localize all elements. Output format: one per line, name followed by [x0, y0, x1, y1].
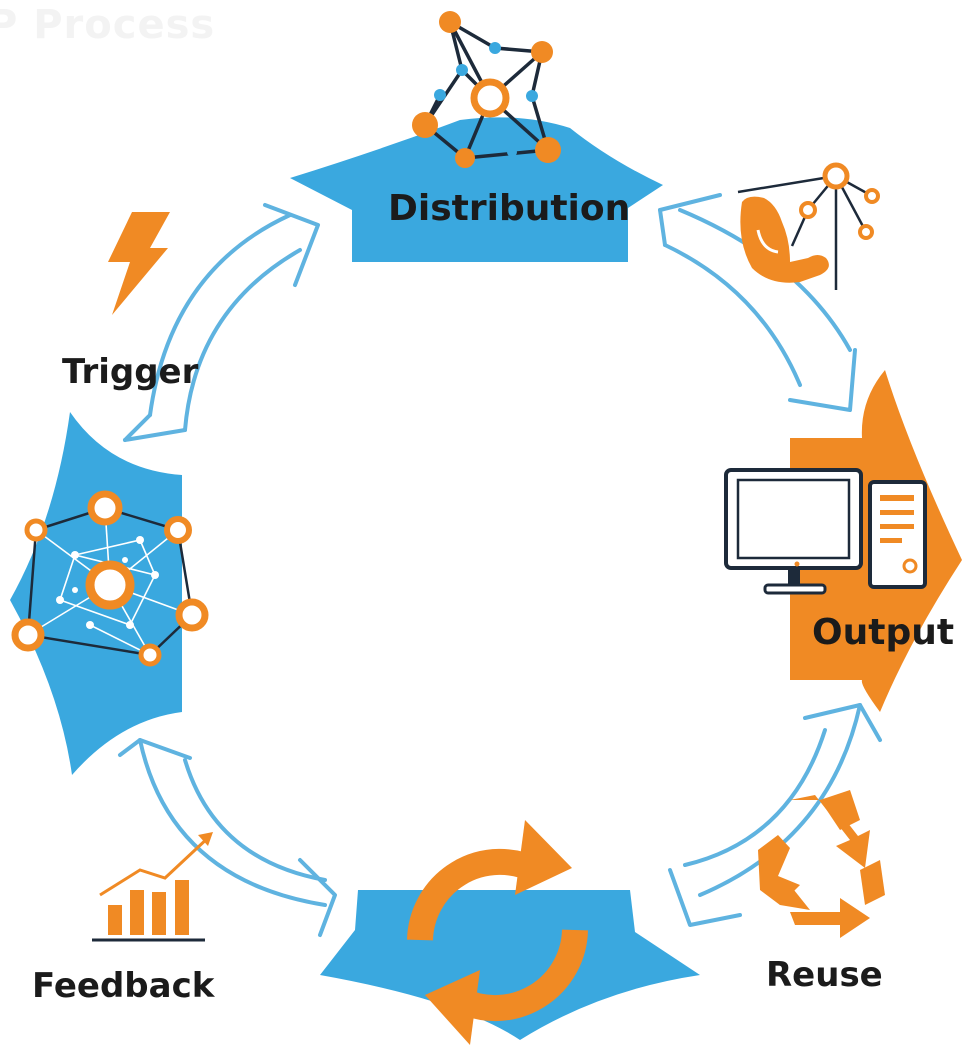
hand-network-icon	[737, 162, 880, 290]
bar-chart-icon	[92, 832, 213, 942]
computer-icon	[724, 468, 927, 595]
recycle-icon	[758, 790, 885, 938]
refresh-cycle-icon	[407, 820, 588, 1045]
distribution-banner	[290, 117, 663, 262]
faint-title: P Process	[0, 2, 216, 48]
output-stage	[724, 370, 962, 712]
lightning-icon	[108, 212, 170, 315]
arrow-output-to-reuse	[668, 703, 882, 927]
distribution-stage	[290, 11, 663, 262]
mesh-network-icon	[11, 490, 209, 667]
feedback-label: Feedback	[32, 966, 215, 1006]
arrow-feedback-to-center	[118, 738, 337, 937]
refresh-stage	[320, 820, 700, 1045]
reuse-label: Reuse	[766, 955, 883, 995]
distribution-label: Distribution	[388, 188, 631, 229]
trigger-label: Trigger	[62, 352, 199, 392]
output-label: Output	[812, 612, 955, 653]
mesh-network-stage	[10, 412, 209, 775]
arrow-trigger-to-distribution	[123, 203, 320, 442]
